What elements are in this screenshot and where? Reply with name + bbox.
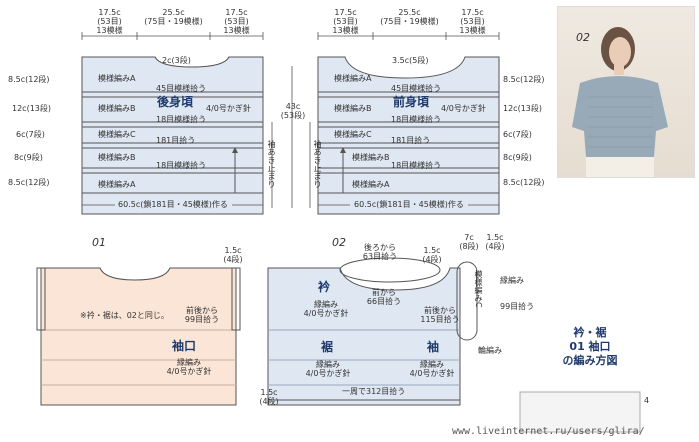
front-pick-18a: 18目模様拾う — [391, 115, 442, 124]
diagram02-sleeve-title: 袖 — [427, 340, 440, 354]
diagram02-hem-dim: 1.5c(4段) — [259, 388, 279, 406]
back-pattern-c: 模様編みC — [98, 130, 136, 139]
model-photo — [557, 6, 695, 178]
diagram02-pattern-c: 模様編みC — [474, 270, 483, 308]
front-pick-45: 45目模様拾う — [391, 84, 442, 93]
front-sleeve-stop: 袖あき止まり — [313, 140, 322, 188]
diagram02-dim-b: 7c(8段) — [459, 233, 479, 251]
back-neck-dim: 2c(3段) — [162, 56, 191, 65]
back-rows-2: 12c(13段) — [12, 104, 51, 113]
front-pattern-b2: 模様編みB — [352, 153, 390, 162]
front-pattern-c: 模様編みC — [334, 130, 372, 139]
front-hook: 4/0号かぎ針 — [441, 104, 486, 113]
front-bottom-dim: 60.5c(鎖181目・45模様)作る — [354, 200, 464, 209]
back-rows-3: 6c(7段) — [16, 130, 45, 139]
diagram02-ring: 輪編み — [478, 346, 502, 355]
front-title: 前身頃 — [393, 95, 430, 109]
front-rows-4: 8c(9段) — [503, 153, 532, 162]
diagram01-dim: 1.5c(4段) — [223, 246, 243, 264]
back-rows-4: 8c(9段) — [14, 153, 43, 162]
diagram02-dim-a: 1.5c(4段) — [422, 246, 442, 264]
back-pick-18b: 18目模様拾う — [156, 161, 207, 170]
front-neck-dim: 3.5c(5段) — [392, 56, 429, 65]
watermark: www.liveinternet.ru/users/glira/ — [452, 426, 645, 437]
diagram02-panel — [267, 257, 478, 406]
front-dim-center: 25.5c(75目・19模様) — [380, 8, 439, 26]
front-pattern-a-top: 模様編みA — [334, 74, 372, 83]
front-rows-2: 12c(13段) — [503, 104, 542, 113]
diagram01-cuff-title: 袖口 — [172, 339, 197, 353]
diagram02-hem-pick: 一周で312目拾う — [342, 387, 406, 396]
back-bottom-dim: 60.5c(鎖181目・45模様)作る — [118, 200, 228, 209]
back-pick-181: 181目拾う — [156, 136, 196, 145]
diagram01-note: ※衿・裾は、02と同じ。 — [80, 311, 169, 320]
back-dim-left: 17.5c(53目)13模様 — [96, 8, 123, 35]
diagram02-edge: 縁編み — [500, 276, 524, 285]
front-pattern-a-bottom: 模様編みA — [352, 180, 390, 189]
back-pick-45: 45目模様拾う — [156, 84, 207, 93]
diagram02-pick-99: 99目拾う — [500, 302, 535, 311]
front-dim-left: 17.5c(53目)13模様 — [332, 8, 359, 35]
front-dim-right: 17.5c(53目)13模様 — [459, 8, 486, 35]
model-illustration — [572, 27, 668, 177]
back-rows-5: 8.5c(12段) — [8, 178, 50, 187]
diagram02-label: 02 — [332, 236, 346, 249]
front-rows-3: 6c(7段) — [503, 130, 532, 139]
back-sleeve-stop: 袖あき止まり — [267, 140, 276, 188]
front-rows-1: 8.5c(12段) — [503, 75, 545, 84]
back-panel — [81, 56, 264, 215]
back-dim-right: 17.5c(53目)13模様 — [223, 8, 250, 35]
front-pattern-b1: 模様編みB — [334, 104, 372, 113]
front-pick-18b: 18目模様拾う — [391, 161, 442, 170]
front-pick-181: 181目拾う — [391, 136, 431, 145]
height-dim: 43c(53段) — [280, 102, 306, 120]
back-rows-1: 8.5c(12段) — [8, 75, 50, 84]
diagram01-label: 01 — [92, 236, 106, 249]
back-pattern-b1: 模様編みB — [98, 104, 136, 113]
back-hook: 4/0号かぎ針 — [206, 104, 251, 113]
back-title: 後身頃 — [157, 95, 194, 109]
back-pattern-b2: 模様編みB — [98, 153, 136, 162]
diagram02-collar-title: 衿 — [318, 280, 331, 294]
top-dimension-lines — [81, 32, 500, 208]
back-pattern-a-top: 模様編みA — [98, 74, 136, 83]
front-rows-5: 8.5c(12段) — [503, 178, 545, 187]
front-panel — [317, 56, 500, 215]
back-pick-18a: 18目模様拾う — [156, 115, 207, 124]
diagram02-dim-c: 1.5c(4段) — [485, 233, 505, 251]
diagram01-panel — [36, 267, 241, 406]
photo-label: 02 — [576, 31, 590, 44]
back-pattern-a-bottom: 模様編みA — [98, 180, 136, 189]
diagram02-hem-title: 裾 — [321, 340, 334, 354]
legend-row-number: 4 — [644, 396, 650, 405]
back-dim-center: 25.5c(75目・19模様) — [144, 8, 203, 26]
legend-chart — [519, 391, 641, 433]
